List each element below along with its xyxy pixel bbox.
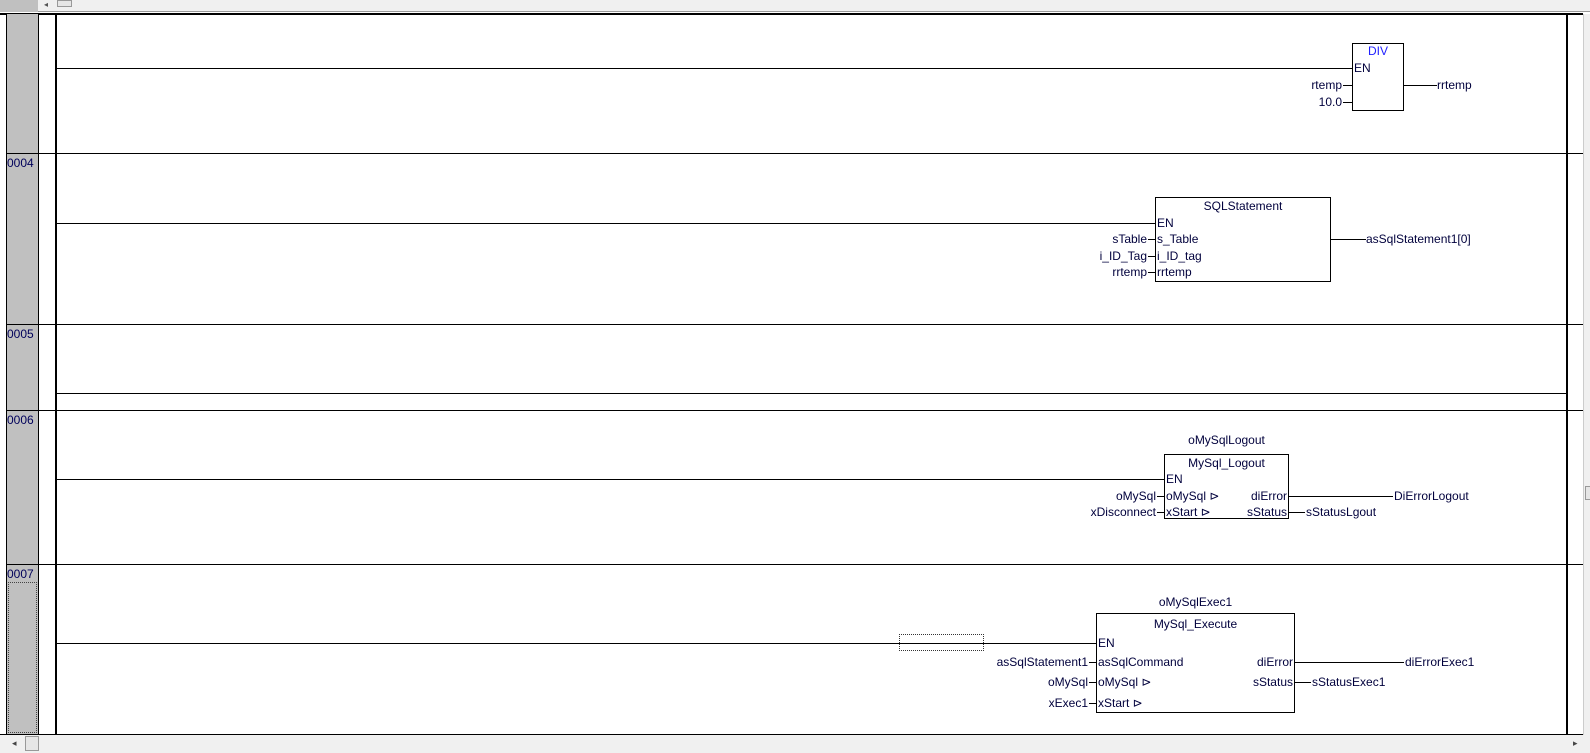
input-var[interactable]: xExec1 — [1048, 696, 1088, 710]
scroll-left-arrow-icon[interactable]: ◂ — [12, 738, 17, 748]
pin-line — [1157, 496, 1164, 497]
top-scrollbar[interactable]: ◂ — [0, 0, 1590, 12]
network-separator — [6, 324, 1583, 325]
rung-line — [57, 643, 1096, 644]
pin-label: xStart ⊳ — [1166, 505, 1211, 519]
network-separator — [6, 153, 1583, 154]
pin-label: sStatus — [1252, 675, 1293, 689]
input-var[interactable]: oMySql — [1047, 675, 1088, 689]
pin-en: EN — [1098, 636, 1115, 650]
output-var[interactable]: sStatusExec1 — [1312, 675, 1386, 689]
scroll-right-arrow-icon[interactable]: ▸ — [1573, 738, 1578, 748]
output-var[interactable]: rrtemp — [1437, 78, 1472, 92]
horizontal-scroll-thumb[interactable] — [25, 736, 39, 751]
top-border — [0, 13, 1583, 15]
pin-line — [1148, 256, 1155, 257]
rung-line — [57, 223, 1155, 224]
gutter-top — [0, 0, 38, 12]
input-var[interactable]: i_ID_Tag — [1099, 249, 1147, 263]
rung-line — [57, 68, 1352, 69]
pin-line — [1148, 272, 1155, 273]
pin-line — [1295, 662, 1404, 663]
pin-label: diError — [1250, 489, 1287, 503]
pin-en: EN — [1157, 216, 1174, 230]
block-type: DIV — [1367, 44, 1388, 58]
pin-line — [1289, 496, 1393, 497]
pin-line — [1404, 85, 1437, 86]
selected-insert-position[interactable] — [899, 634, 984, 651]
output-var[interactable]: DiErrorLogout — [1394, 489, 1469, 503]
pin-line — [1289, 512, 1305, 513]
vertical-scrollbar[interactable] — [1583, 14, 1590, 735]
instance-name[interactable]: oMySqlExec1 — [1158, 595, 1233, 609]
pin-label: asSqlCommand — [1098, 655, 1184, 669]
input-var[interactable]: xDisconnect — [1090, 505, 1156, 519]
pin-line — [1089, 703, 1096, 704]
pin-line — [1089, 682, 1096, 683]
pin-label: oMySql ⊳ — [1166, 489, 1220, 503]
sqlstatement-block[interactable] — [1155, 197, 1331, 282]
network-number[interactable]: 0007 — [7, 567, 34, 581]
pin-label: sStatus — [1246, 505, 1287, 519]
input-var[interactable]: sTable — [1112, 232, 1147, 246]
pin-line — [1157, 512, 1164, 513]
block-type: MySql_Execute — [1153, 617, 1238, 631]
vertical-scroll-thumb[interactable] — [1585, 486, 1590, 500]
network-number[interactable]: 0004 — [7, 156, 34, 170]
horizontal-scrollbar[interactable]: ◂ ▸ — [0, 735, 1590, 753]
pin-line — [1089, 662, 1096, 663]
input-var[interactable]: rrtemp — [1112, 265, 1147, 279]
network-separator — [6, 410, 1583, 411]
mysql-execute-block[interactable] — [1096, 613, 1295, 713]
right-power-rail — [1566, 14, 1568, 735]
pin-label: xStart ⊳ — [1098, 696, 1143, 710]
pin-en: EN — [1354, 61, 1371, 75]
pin-label: i_ID_tag — [1157, 249, 1202, 263]
pin-line — [1343, 85, 1352, 86]
pin-en: EN — [1166, 472, 1183, 486]
pin-label: diError — [1256, 655, 1293, 669]
network-separator — [6, 564, 1583, 565]
input-var[interactable]: rtemp — [1311, 78, 1342, 92]
pin-line — [1295, 682, 1311, 683]
pin-label: rrtemp — [1157, 265, 1192, 279]
pin-line — [1148, 239, 1155, 240]
block-type: MySql_Logout — [1188, 456, 1265, 470]
input-var[interactable]: oMySql — [1115, 489, 1156, 503]
input-var[interactable]: asSqlStatement1 — [996, 655, 1088, 669]
left-power-rail — [55, 14, 57, 735]
output-var[interactable]: diErrorExec1 — [1405, 655, 1475, 669]
div-function-block[interactable] — [1352, 43, 1404, 111]
scroll-thumb[interactable] — [57, 0, 72, 7]
pin-line — [1343, 102, 1352, 103]
network-number[interactable]: 0005 — [7, 327, 34, 341]
pin-label: s_Table — [1157, 232, 1199, 246]
pin-line — [1331, 239, 1366, 240]
mysql-logout-block[interactable] — [1164, 454, 1289, 519]
pin-label: oMySql ⊳ — [1098, 675, 1152, 689]
bottom-border — [0, 734, 1590, 735]
instance-name[interactable]: oMySqlLogout — [1188, 433, 1265, 447]
scroll-left-arrow-icon[interactable]: ◂ — [44, 0, 49, 9]
input-var[interactable]: 10.0 — [1318, 95, 1342, 109]
rung-line — [57, 479, 1164, 480]
block-type: SQLStatement — [1203, 199, 1283, 213]
network-gutter — [6, 14, 39, 735]
output-var[interactable]: sStatusLgout — [1306, 505, 1377, 519]
selected-network-focus — [8, 582, 37, 733]
rung-line-empty[interactable] — [57, 393, 1566, 394]
network-number[interactable]: 0006 — [7, 413, 34, 427]
output-var[interactable]: asSqlStatement1[0] — [1366, 232, 1471, 246]
